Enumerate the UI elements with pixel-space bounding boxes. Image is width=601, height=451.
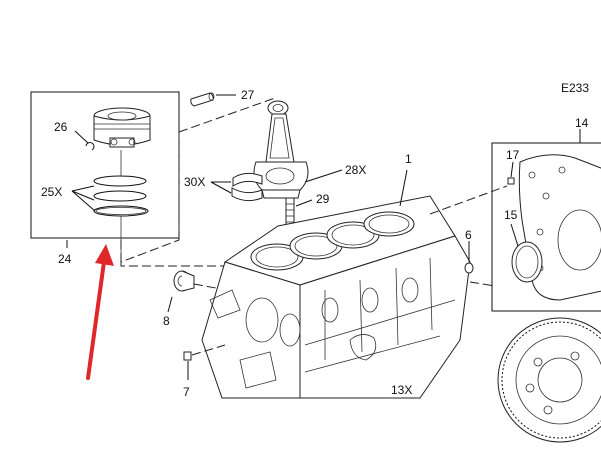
callout-27: 27 <box>241 88 255 102</box>
highlight-arrow <box>86 244 114 380</box>
callout-26: 26 <box>54 120 68 134</box>
callout-30x: 30X <box>184 175 205 189</box>
rear-cover-box <box>491 142 601 312</box>
engine-block-drawing <box>201 195 471 399</box>
piston-rings-drawing <box>71 175 149 217</box>
callout-29: 29 <box>316 192 330 206</box>
snap-ring-drawing <box>74 130 95 151</box>
rod-bearings-drawing <box>231 172 263 202</box>
callout-13x: 13X <box>391 383 412 397</box>
plug-6-drawing <box>464 262 474 274</box>
callout-14: 14 <box>575 116 589 130</box>
callout-1: 1 <box>405 152 412 166</box>
callout-17: 17 <box>506 148 520 162</box>
piston-drawing <box>93 107 151 148</box>
piston-assembly-box <box>30 91 180 262</box>
rear-seal-drawing <box>511 241 543 283</box>
callout-28x: 28X <box>345 163 366 177</box>
connecting-rod-drawing <box>253 100 309 199</box>
callout-8: 8 <box>163 314 170 328</box>
plug-7-drawing <box>183 351 192 361</box>
piston-pin-drawing <box>190 92 215 107</box>
flywheel-drawing <box>497 317 601 443</box>
diagram-ref-code: E233 <box>561 81 589 95</box>
callout-15: 15 <box>504 208 518 222</box>
callout-7: 7 <box>183 385 190 399</box>
callout-24: 24 <box>58 252 72 266</box>
callout-6: 6 <box>465 228 472 242</box>
seal-8-drawing <box>173 270 195 292</box>
callout-25x: 25X <box>41 185 62 199</box>
